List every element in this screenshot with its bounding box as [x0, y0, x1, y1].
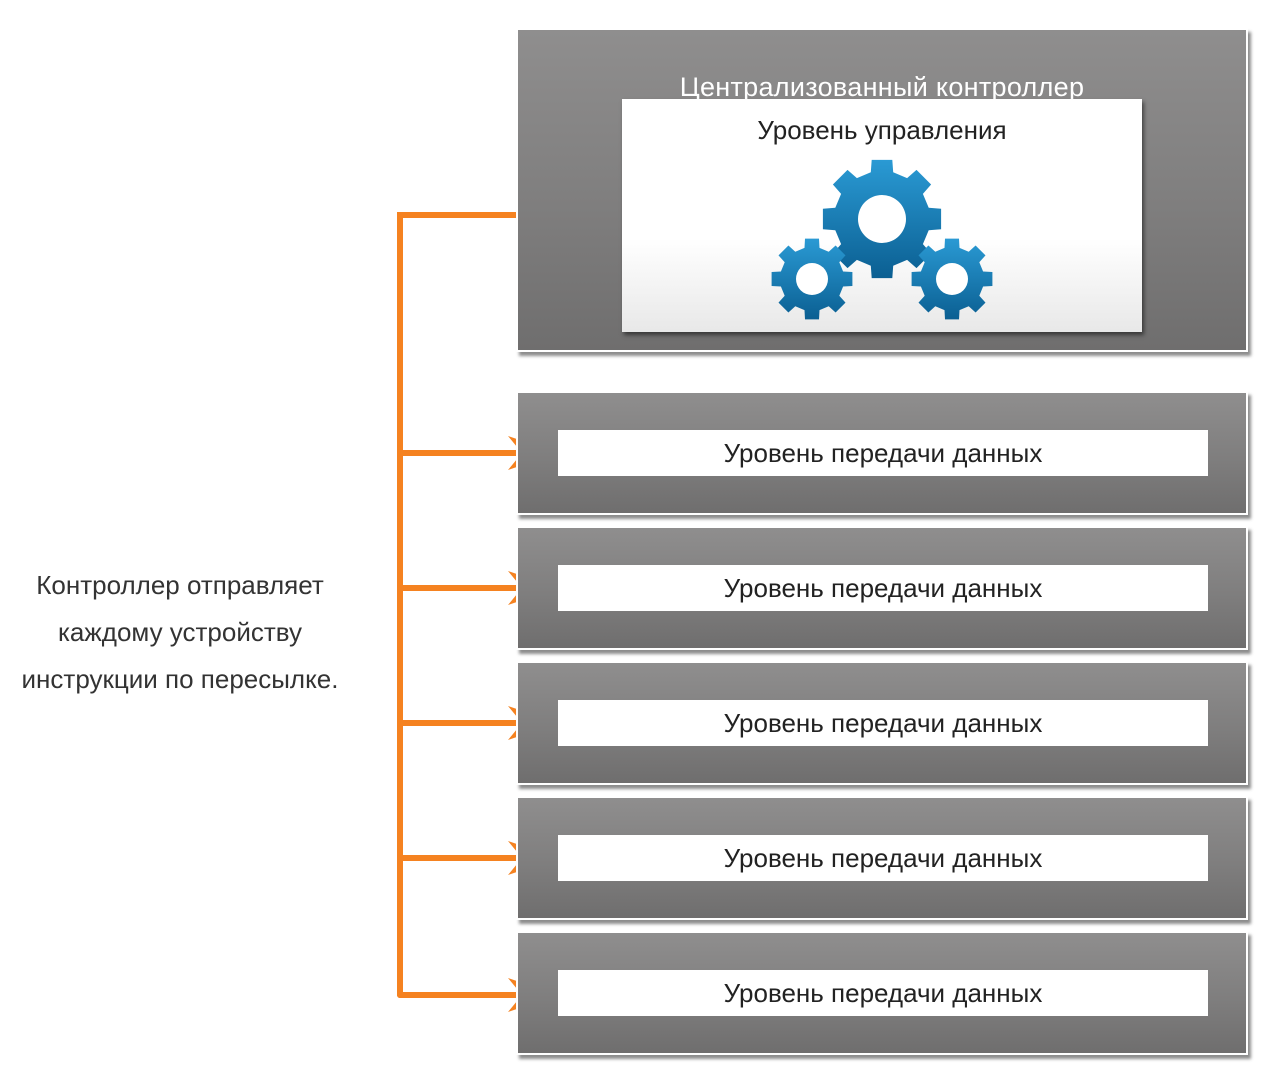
data-plane-label: Уровень передачи данных [558, 970, 1208, 1016]
data-plane-label: Уровень передачи данных [558, 835, 1208, 881]
data-plane-device-1: Уровень передачи данных [516, 391, 1248, 515]
gears-icon [771, 159, 993, 320]
centralized-controller-panel: Централизованный контроллер Уровень упра… [516, 28, 1248, 352]
caption-line-2: каждому устройству [57, 617, 303, 647]
controller-caption: Контроллер отправляет каждому устройству… [0, 562, 360, 703]
caption-line-1: Контроллер отправляет [36, 570, 324, 600]
large-gear-hole [858, 195, 906, 243]
data-plane-label: Уровень передачи данных [558, 430, 1208, 476]
controller-title: Централизованный контроллер [679, 72, 1085, 102]
control-plane-label: Уровень управления [757, 115, 1007, 145]
control-plane-box: Уровень управления [622, 99, 1142, 332]
data-plane-device-5: Уровень передачи данных [516, 931, 1248, 1055]
caption-line-3: инструкции по пересылке. [21, 664, 339, 694]
data-plane-device-3: Уровень передачи данных [516, 661, 1248, 785]
data-plane-label: Уровень передачи данных [558, 700, 1208, 746]
left-gear-hole [796, 263, 828, 295]
data-plane-label: Уровень передачи данных [558, 565, 1208, 611]
right-gear-hole [936, 263, 968, 295]
data-plane-device-2: Уровень передачи данных [516, 526, 1248, 650]
data-plane-device-4: Уровень передачи данных [516, 796, 1248, 920]
